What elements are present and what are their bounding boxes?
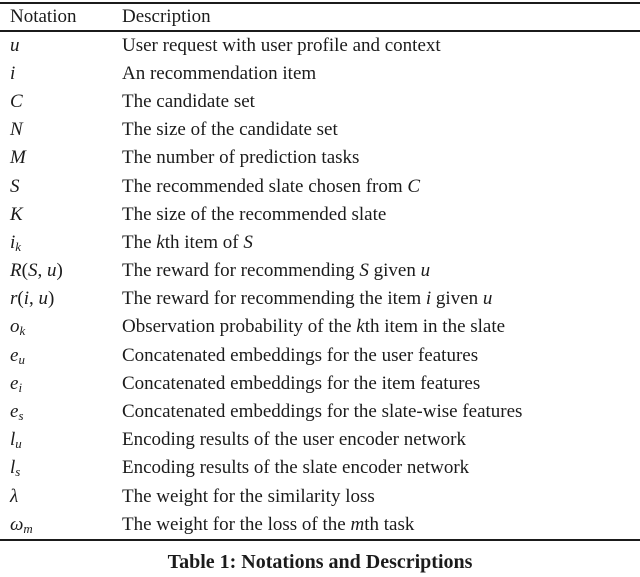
table-row: r(i, u) The reward for recommending the i… (0, 285, 640, 313)
table-row: lu Encoding results of the user encoder n… (0, 426, 640, 454)
table-bottom-rule (0, 538, 640, 541)
notation-cell: R(S, u) (10, 260, 63, 282)
notation-cell: λ (10, 485, 19, 507)
notation-cell: r(i, u) (10, 288, 55, 310)
description-cell: The weight for the similarity loss (122, 485, 375, 507)
description-cell: Concatenated embeddings for the item fea… (122, 372, 481, 394)
description-cell: The candidate set (122, 90, 255, 112)
description-cell: An recommendation item (122, 62, 317, 84)
table-row: ei Concatenated embeddings for the item f… (0, 370, 640, 398)
table-row: K The size of the recommended slate (0, 201, 640, 229)
table-row: ωm The weight for the loss of the mth tas… (0, 511, 640, 539)
table-row: λ The weight for the similarity loss (0, 483, 640, 511)
notation-table: Notation Description u User request with … (0, 2, 640, 541)
table-row: u User request with user profile and cont… (0, 32, 640, 60)
notation-cell: ik (10, 231, 22, 254)
notation-cell: C (10, 90, 23, 112)
description-cell: The size of the recommended slate (122, 203, 387, 225)
notation-cell: u (10, 34, 20, 56)
table-row: ik The kth item of S (0, 229, 640, 257)
description-cell: The reward for recommending S given u (122, 260, 431, 282)
notation-cell: K (10, 203, 23, 225)
notation-cell: lu (10, 429, 22, 452)
description-cell: The size of the candidate set (122, 119, 338, 141)
table-top-rule (0, 2, 640, 4)
notation-cell: i (10, 62, 16, 84)
table-header-row: Notation Description (0, 4, 640, 30)
description-cell: Observation probability of the kth item … (122, 316, 506, 338)
description-cell: The weight for the loss of the mth task (122, 513, 415, 535)
notation-cell: ei (10, 372, 23, 395)
header-notation: Notation (10, 6, 77, 27)
notation-cell: ls (10, 457, 21, 480)
table-row: eu Concatenated embeddings for the user f… (0, 342, 640, 370)
table-row: C The candidate set (0, 88, 640, 116)
description-cell: Concatenated embeddings for the user fea… (122, 344, 479, 366)
notation-cell: ωm (10, 513, 33, 536)
notation-cell: es (10, 401, 24, 423)
table-row: i An recommendation item (0, 60, 640, 88)
description-cell: The number of prediction tasks (122, 147, 360, 169)
table-caption: Table 1: Notations and Descriptions (167, 550, 473, 573)
notation-cell: eu (10, 344, 25, 367)
header-description: Description (122, 6, 211, 27)
description-cell: The reward for recommending the item i g… (122, 288, 493, 310)
description-cell: The recommended slate chosen from C (122, 175, 421, 197)
table-row: ls Encoding results of the slate encoder … (0, 454, 640, 482)
table-row: es Concatenated embeddings for the slate-… (0, 398, 640, 426)
notation-cell: ok (10, 316, 26, 339)
description-cell: User request with user profile and conte… (122, 34, 441, 56)
table-body: u User request with user profile and cont… (0, 32, 640, 539)
notation-cell: M (10, 147, 26, 169)
table-row: S The recommended slate chosen from C (0, 172, 640, 200)
notation-cell: N (10, 119, 23, 141)
notation-cell: S (10, 175, 20, 197)
table-mid-rule (0, 30, 640, 32)
table-row: M The number of prediction tasks (0, 144, 640, 172)
table-row: R(S, u) The reward for recommending S giv… (0, 257, 640, 285)
description-cell: Encoding results of the slate encoder ne… (122, 457, 470, 479)
description-cell: Encoding results of the user encoder net… (122, 429, 467, 451)
description-cell: Concatenated embeddings for the slate-wi… (122, 401, 523, 423)
table-row: ok Observation probability of the kth ite… (0, 313, 640, 341)
description-cell: The kth item of S (122, 231, 253, 253)
table-row: N The size of the candidate set (0, 116, 640, 144)
